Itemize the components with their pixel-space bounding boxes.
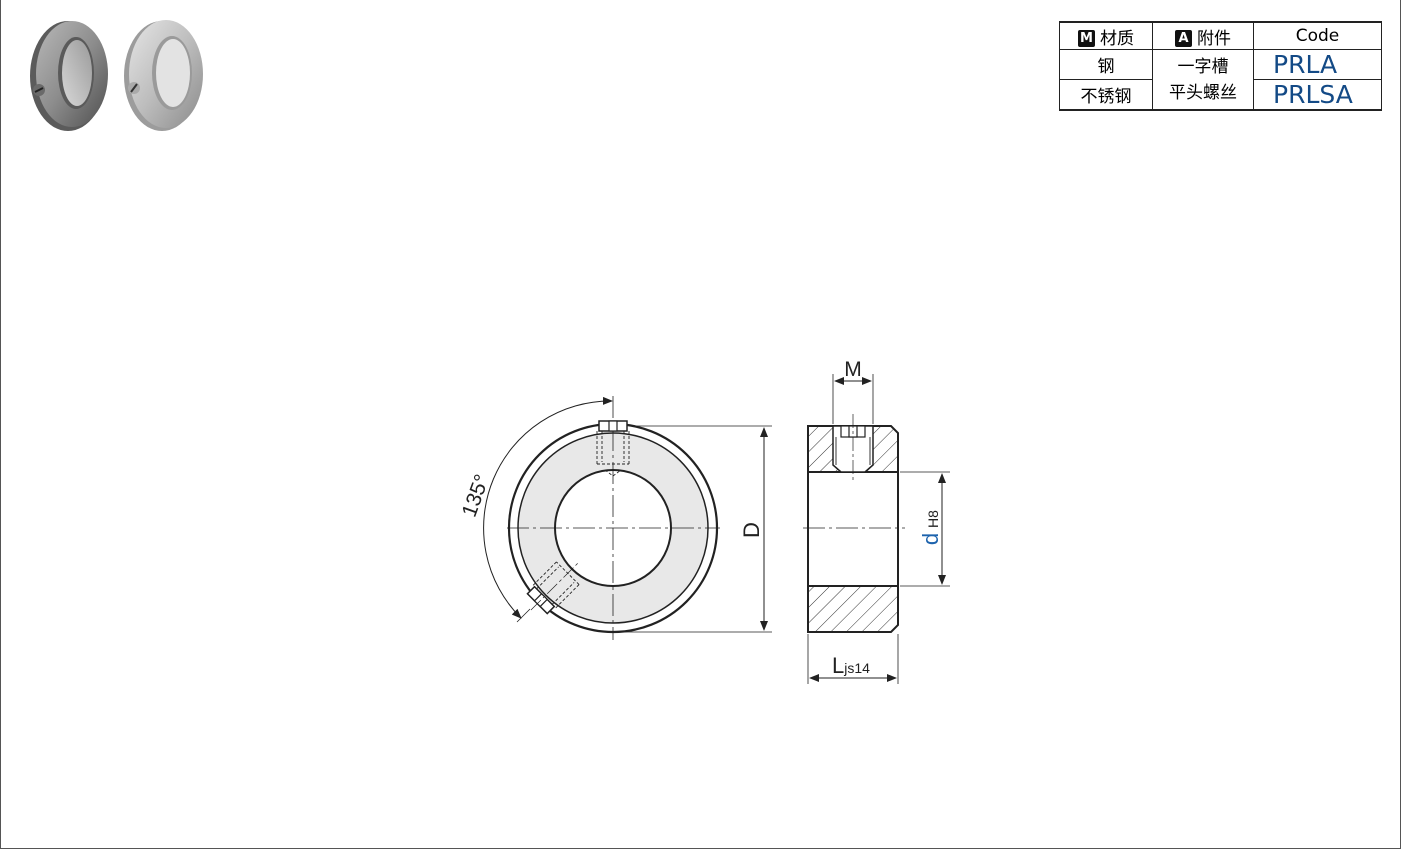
material-header-label: 材质 bbox=[1100, 28, 1134, 49]
angle-arc bbox=[483, 396, 613, 619]
diameter-dimension bbox=[613, 425, 772, 633]
bore-label: d bbox=[918, 533, 943, 545]
length-tolerance: js14 bbox=[843, 660, 870, 676]
code-cell: PRLSA bbox=[1253, 79, 1382, 111]
bore-section bbox=[807, 471, 899, 587]
accessory-header-label: 附件 bbox=[1197, 28, 1231, 49]
length-symbol: L bbox=[832, 653, 844, 678]
bore-dimension bbox=[900, 471, 950, 587]
thread-dimension bbox=[832, 374, 874, 424]
spec-table: M 材质 A 附件 Code 钢 一字槽 平头螺丝 PRLA 不锈钢 PRLSA bbox=[1059, 21, 1382, 111]
length-label: Ljs14 bbox=[832, 653, 870, 678]
accessory-line-2: 平头螺丝 bbox=[1169, 82, 1237, 103]
bottom-section bbox=[807, 585, 899, 633]
table-row: 钢 一字槽 平头螺丝 PRLA bbox=[1059, 49, 1382, 111]
accessory-cell: 一字槽 平头螺丝 bbox=[1152, 49, 1254, 111]
accessory-line-1: 一字槽 bbox=[1177, 56, 1229, 77]
table-row: 不锈钢 PRLSA bbox=[1059, 79, 1382, 111]
length-dimension bbox=[807, 634, 899, 684]
table-header-row: M 材质 A 附件 Code bbox=[1059, 21, 1382, 50]
side-view bbox=[803, 414, 905, 633]
front-view bbox=[483, 396, 720, 640]
bore-label-group: d H8 bbox=[918, 510, 943, 545]
thread-label: M bbox=[844, 358, 862, 381]
material-header: M 材质 bbox=[1059, 21, 1153, 50]
code-header: Code bbox=[1253, 21, 1382, 50]
code-cell: PRLA bbox=[1253, 49, 1382, 80]
product-photos bbox=[30, 20, 203, 131]
diameter-label: D bbox=[739, 522, 764, 538]
material-cell: 不锈钢 bbox=[1059, 79, 1153, 111]
bore-tolerance: H8 bbox=[925, 510, 941, 528]
stainless-collar-photo bbox=[124, 20, 203, 131]
steel-collar-photo bbox=[30, 21, 108, 131]
material-badge: M bbox=[1078, 29, 1095, 47]
angle-label: 135° bbox=[458, 471, 494, 520]
accessory-badge: A bbox=[1175, 29, 1192, 47]
material-cell: 钢 bbox=[1059, 49, 1153, 80]
